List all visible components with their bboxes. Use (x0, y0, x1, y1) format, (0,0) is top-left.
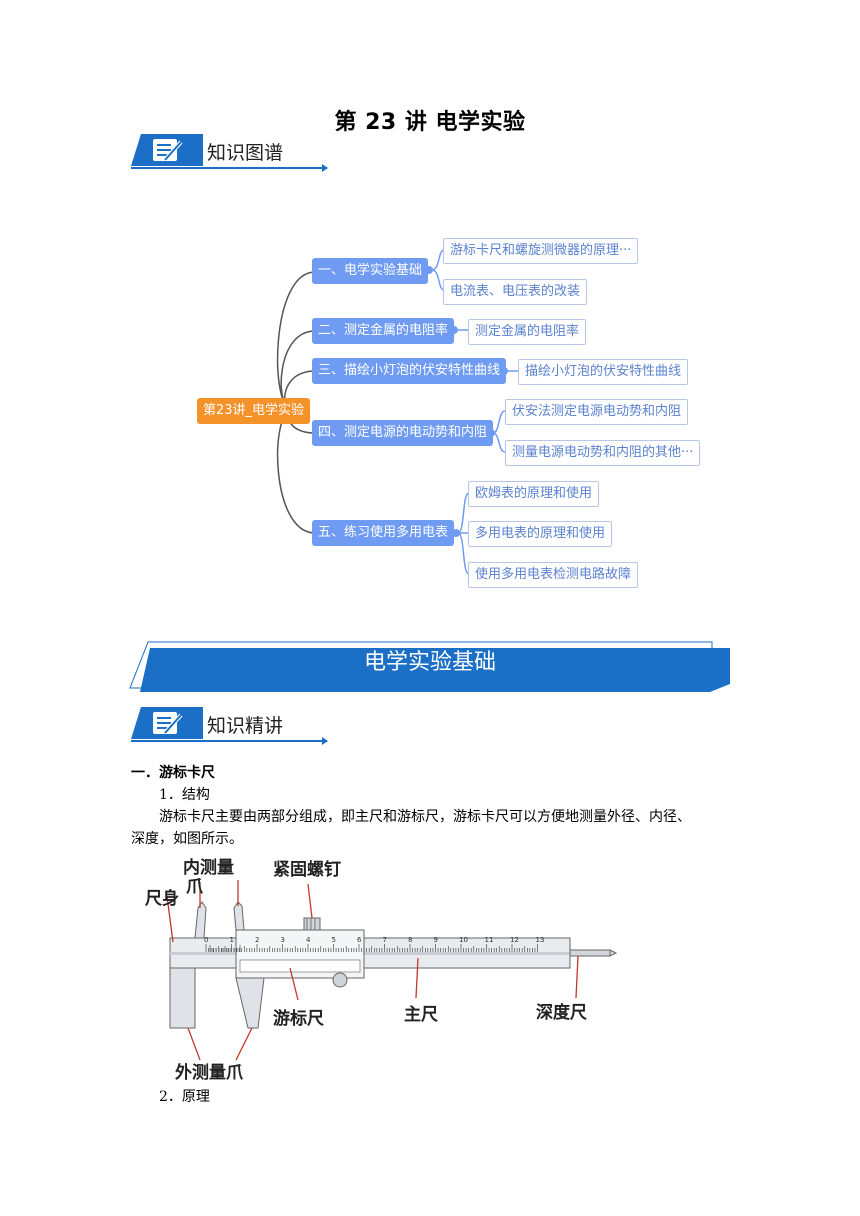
content-paragraph: 深度，如图所示。 (131, 831, 243, 847)
divider (131, 740, 327, 742)
mindmap-leaf[interactable]: 描绘小灯泡的伏安特性曲线 (518, 359, 689, 385)
mindmap-branch-1[interactable]: 一、电学实验基础 (312, 258, 429, 284)
collapse-dot[interactable] (500, 367, 508, 375)
scale-number: 2 (255, 936, 259, 944)
mindmap-leaf[interactable]: 游标卡尺和螺旋测微器的原理··· (443, 238, 639, 264)
content-item-principle: 2．原理 (159, 1089, 210, 1105)
mindmap-leaf[interactable]: 伏安法测定电源电动势和内阻 (505, 399, 689, 425)
mindmap-leaf[interactable]: 使用多用电表检测电路故障 (468, 562, 639, 588)
mindmap-leaf[interactable]: 电流表、电压表的改装 (443, 279, 588, 305)
scale-number: 9 (434, 936, 438, 944)
section-label: 知识图谱 (207, 142, 284, 164)
mindmap-branch-4[interactable]: 四、测定电源的电动势和内阻 (312, 420, 494, 446)
divider-arrow (322, 164, 328, 172)
scale-number: 4 (306, 936, 311, 944)
mindmap-root[interactable]: 第23讲_电学实验 (197, 398, 311, 424)
scale-number: 3 (281, 936, 285, 944)
content-heading: 一．游标卡尺 (131, 765, 215, 781)
label-screw: 紧固螺钉 (273, 860, 341, 880)
mindmap-leaf[interactable]: 多用电表的原理和使用 (468, 521, 613, 547)
scale-number: 7 (383, 936, 387, 944)
scale-number: 8 (408, 936, 412, 944)
scale-number: 12 (510, 936, 519, 944)
scale-number: 0 (204, 936, 208, 944)
mindmap-branch-3[interactable]: 三、描绘小灯泡的伏安特性曲线 (312, 358, 507, 384)
scale-number: 1 (230, 936, 234, 944)
divider-arrow (322, 737, 328, 745)
section-header-knowledge-explain: 知识精讲 (131, 707, 331, 747)
label-vernier: 游标尺 (273, 1009, 324, 1029)
notepad-icon (131, 134, 203, 166)
collapse-dot[interactable] (452, 529, 460, 537)
section-label: 知识精讲 (207, 715, 284, 737)
label-outer-jaw: 外测量爪 (175, 1063, 243, 1083)
divider (131, 167, 327, 169)
label-body: 尺身 (145, 889, 179, 909)
collapse-dot[interactable] (487, 429, 495, 437)
scale-number: 13 (536, 936, 545, 944)
section-banner (129, 641, 730, 692)
mindmap-leaf[interactable]: 测定金属的电阻率 (468, 319, 587, 345)
content-item-structure: 1．结构 (159, 787, 210, 803)
scale-number: 10 (459, 936, 468, 944)
mindmap-leaf[interactable]: 欧姆表的原理和使用 (468, 481, 600, 507)
scale-number: 6 (357, 936, 362, 944)
collapse-dot[interactable] (425, 266, 433, 274)
section-header-knowledge-map: 知识图谱 (131, 134, 331, 174)
scale-number: 5 (332, 936, 336, 944)
notepad-icon (131, 707, 203, 739)
page-title: 第 23 讲 电学实验 (334, 110, 526, 135)
collapse-dot[interactable] (450, 326, 458, 334)
mindmap-branch-2[interactable]: 二、测定金属的电阻率 (312, 318, 455, 344)
scale-number: 11 (485, 936, 494, 944)
label-inner-jaw: 内测量 (183, 858, 234, 878)
label-depth: 深度尺 (536, 1003, 587, 1023)
banner-title: 电学实验基础 (363, 650, 496, 675)
mindmap-leaf[interactable]: 测量电源电动势和内阻的其他··· (505, 440, 701, 466)
label-main-scale: 主尺 (404, 1005, 438, 1025)
label-inner-jaw: 爪 (186, 877, 203, 897)
content-paragraph: 游标卡尺主要由两部分组成，即主尺和游标尺，游标卡尺可以方便地测量外径、内径、 (159, 809, 691, 825)
mindmap-branch-5[interactable]: 五、练习使用多用电表 (312, 520, 455, 546)
